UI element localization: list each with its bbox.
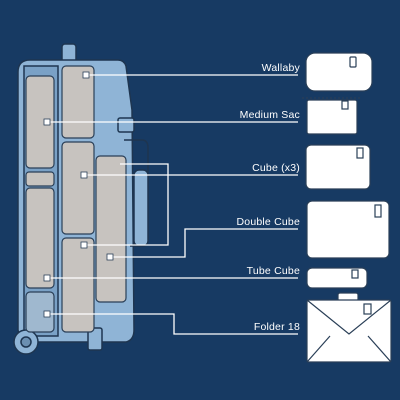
double-cube-product-body (306, 200, 390, 259)
medium-sac-product-body (306, 99, 358, 135)
double-cube-product-tag (374, 204, 382, 218)
suitcase-foot (87, 327, 103, 351)
folder-18-product (306, 292, 392, 363)
cube-product-body (305, 144, 371, 190)
packed-folder (25, 291, 55, 333)
tube-cube-product-tag (351, 269, 359, 279)
folder-18-product-tag (363, 303, 372, 315)
marker-medium-sac (43, 118, 51, 126)
marker-folder-18 (43, 310, 51, 318)
wallaby-product-tag (349, 56, 357, 68)
connector-lines (47, 74, 298, 335)
suitcase-side-grip (133, 169, 149, 247)
suitcase-wheel-hub (20, 336, 32, 348)
suitcase-clasp (117, 117, 135, 133)
packed-small-cube (25, 171, 55, 187)
marker-tube-cube (43, 274, 51, 282)
folder-18-product-flaps (306, 299, 392, 363)
packed-cube-1 (61, 141, 95, 235)
packed-items (25, 65, 127, 333)
cube-product (305, 144, 371, 190)
marker-wallaby (82, 71, 90, 79)
marker-cube-2 (80, 241, 88, 249)
marker-cube-1 (80, 171, 88, 179)
cube-product-tag (356, 147, 364, 159)
folder-18-product-body (306, 299, 392, 363)
line-folder-18 (47, 313, 298, 335)
label-folder-18: Folder 18 (254, 321, 300, 333)
label-tube-cube: Tube Cube (247, 265, 300, 277)
line-double-cube (110, 228, 298, 258)
tube-cube-product (306, 267, 368, 289)
wallaby-product-body (305, 52, 373, 92)
label-double-cube: Double Cube (237, 216, 301, 228)
connector-markers (43, 71, 114, 318)
packed-wallaby (61, 65, 95, 139)
packed-cube-3 (61, 237, 95, 333)
line-cube-x3-b (84, 163, 169, 246)
packed-cube-2 (95, 155, 127, 303)
packed-double-cube (25, 187, 55, 289)
label-cube-x3: Cube (x3) (252, 162, 300, 174)
double-cube-product (306, 200, 390, 259)
medium-sac-product (302, 97, 362, 135)
label-wallaby: Wallaby (262, 62, 301, 74)
marker-double-cube (106, 253, 114, 261)
wallaby-product (305, 52, 373, 92)
product-illustrations (302, 52, 392, 363)
medium-sac-product-tag (341, 100, 349, 110)
label-medium-sac: Medium Sac (240, 109, 300, 121)
